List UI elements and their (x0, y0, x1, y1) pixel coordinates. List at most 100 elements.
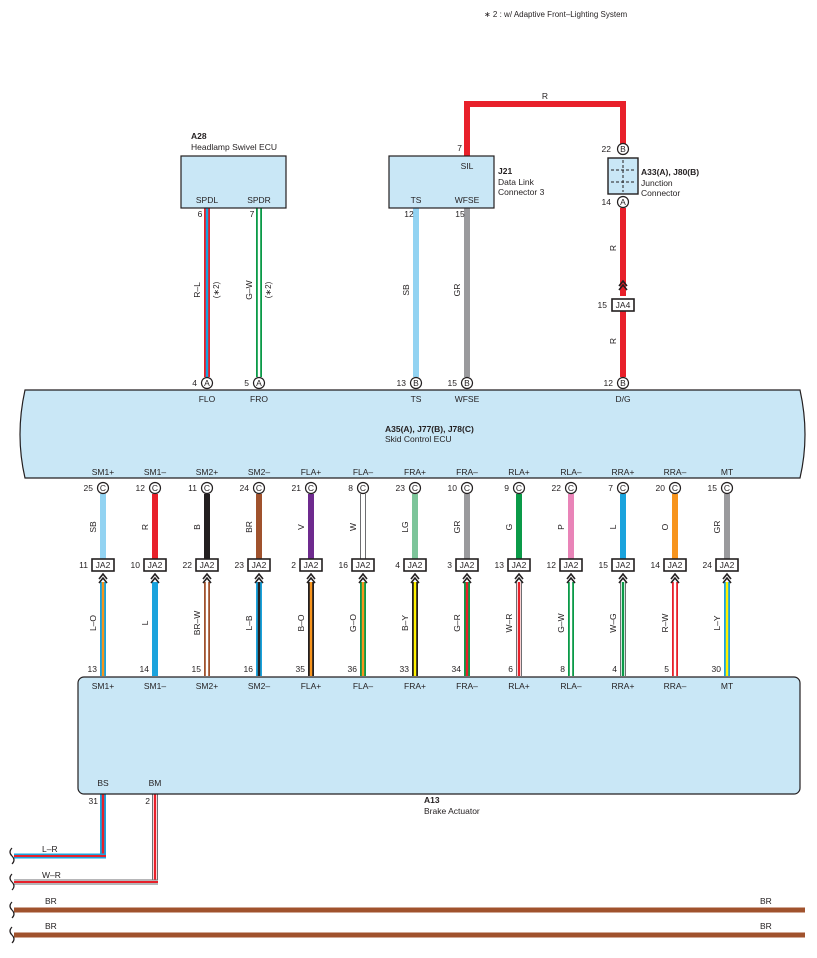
ja2-actuator-wire-11 (672, 582, 678, 676)
ecu-ja2-wire-label: GR (452, 521, 462, 534)
ecu-lower-pin: 21 (292, 483, 302, 493)
ja2-junction-box: JA2 (299, 558, 323, 584)
actuator-pin: 4 (612, 664, 617, 674)
actuator-pin: 15 (192, 664, 202, 674)
ecu-ja2-wire-label: O (660, 523, 670, 530)
ecu-ja2-wire-label: V (296, 524, 306, 530)
wires-layer (14, 101, 805, 938)
ja2-actuator-wire-6 (412, 582, 418, 676)
actuator-pin: 35 (296, 664, 306, 674)
connector-letter: C (620, 483, 626, 493)
j21-name-2: Connector 3 (498, 187, 545, 197)
ecu-ja2-wire-label: LG (400, 521, 410, 532)
ecu-ja2-wire-9 (568, 494, 574, 559)
chevron-up-icon (358, 572, 368, 584)
ecu-lower-connector: C (200, 481, 214, 495)
bm-signal: BM (149, 778, 162, 788)
ecu-ja2-wire-4 (308, 494, 314, 559)
ja2-junction-box: JA2 (507, 558, 531, 584)
ecu-lower-connector: C (564, 481, 578, 495)
ja2-junction-box: JA2 (195, 558, 219, 584)
upper-top-pin: 7 (250, 209, 255, 219)
ja2-actuator-wire-4 (308, 582, 314, 676)
ground-wire-label-left: BR (45, 921, 57, 931)
a33-name-2: Connector (641, 188, 680, 198)
ja2-pin: 12 (547, 560, 557, 570)
ground-wire-0 (14, 907, 805, 913)
pin-wfse: WFSE (455, 195, 480, 205)
a33-wire-label: R (608, 245, 618, 251)
ja2-pin: 10 (131, 560, 141, 570)
ja2-actuator-wire-2 (204, 582, 210, 676)
ecu-lower-signal: RRA– (664, 467, 687, 477)
ja2-actuator-wire-12 (724, 582, 730, 676)
chevron-up-icon (306, 572, 316, 584)
ja2-pin: 4 (395, 560, 400, 570)
ja2-pin: 3 (447, 560, 452, 570)
actuator-signal: SM2– (248, 681, 270, 691)
a33-ja4-wire (620, 208, 626, 296)
actuator-signal: FLA+ (301, 681, 322, 691)
upper-wire-label: GR (452, 284, 462, 297)
ground-wire-label-right: BR (760, 921, 772, 931)
actuator-signal: SM2+ (196, 681, 218, 691)
chevron-up-icon (98, 572, 108, 584)
connector-letter: A (256, 378, 262, 388)
ecu-lower-pin: 22 (552, 483, 562, 493)
ground-wire-1 (14, 932, 805, 938)
actuator-pin: 34 (452, 664, 462, 674)
chevron-up-icon (254, 572, 264, 584)
junction-label: JA2 (512, 560, 527, 570)
ecu-lower-connector: C (408, 481, 422, 495)
ecu-ja2-wire-label: P (556, 524, 566, 530)
sil-wire-label: R (542, 91, 548, 101)
actuator-signal: FRA– (456, 681, 478, 691)
a13-code: A13 (424, 795, 440, 805)
skid-control-ecu-box (19, 389, 806, 479)
ja2-pin: 2 (291, 560, 296, 570)
ja2-actuator-wire-10 (620, 582, 626, 676)
ecu-ja2-wire-10 (620, 494, 626, 559)
upper-wire-flo (204, 208, 210, 377)
headlamp-swivel-ecu-box (180, 155, 287, 209)
connector-letter: C (516, 483, 522, 493)
ecu-lower-connector: C (252, 481, 266, 495)
junction-label: JA2 (616, 560, 631, 570)
ecu-lower-signal: RLA– (560, 467, 582, 477)
ja2-pin: 23 (235, 560, 245, 570)
ecu-lower-connector: C (356, 481, 370, 495)
actuator-pin: 5 (664, 664, 669, 674)
wire-break-mark (9, 926, 15, 944)
actuator-signal: SM1– (144, 681, 166, 691)
ecu-upper-connector: B (460, 376, 474, 390)
actuator-pin: 16 (244, 664, 254, 674)
connector-letter: A (204, 378, 210, 388)
ja2-actuator-wire-0 (100, 582, 106, 676)
chevron-up-icon (514, 572, 524, 584)
a33-name-1: Junction (641, 178, 673, 188)
ground-wire-label-right: BR (760, 896, 772, 906)
ja2-junction-box: JA2 (559, 558, 583, 584)
ja2-actuator-wire-1 (152, 582, 158, 676)
junction-label: JA2 (460, 560, 475, 570)
pin-spdr: SPDR (247, 195, 271, 205)
ecu-upper-pin: 13 (397, 378, 407, 388)
connector-letter: C (256, 483, 262, 493)
junction-label: JA2 (408, 560, 423, 570)
ecu-ja2-wire-label: W (348, 523, 358, 531)
ecu-lower-pin: 23 (396, 483, 406, 493)
ecu-ja2-wire-label: SB (88, 521, 98, 533)
ja2-actuator-wire-label: L–B (244, 615, 254, 630)
connector-letter: C (100, 483, 106, 493)
ja2-actuator-wire-label: BR–W (192, 611, 202, 636)
junction-label: JA2 (252, 560, 267, 570)
ecu-ja2-wire-6 (412, 494, 418, 559)
actuator-pin: 30 (712, 664, 722, 674)
ecu-lower-signal: RRA+ (612, 467, 635, 477)
ecu-upper-signal: FLO (199, 394, 216, 404)
sil-pin: 7 (457, 143, 462, 153)
ja2-actuator-wire-label: W–R (504, 614, 514, 633)
chevron-up-icon (202, 572, 212, 584)
ecu-lower-signal: FRA– (456, 467, 478, 477)
upper-top-pin: 6 (198, 209, 203, 219)
